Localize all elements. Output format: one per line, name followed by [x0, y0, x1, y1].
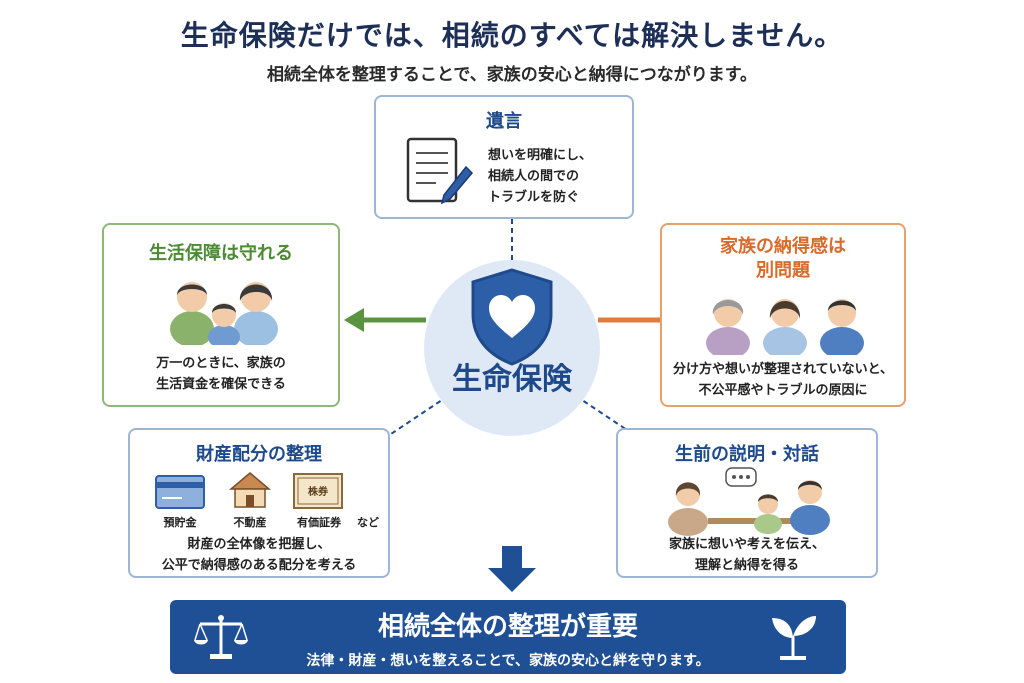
- center-label: 生命保険: [452, 362, 572, 397]
- satisfaction-desc-line-1: 分け方や想いが整理されていないと、: [672, 362, 894, 377]
- satisfaction-desc-line-2: 不公平感やトラブルの原因に: [698, 383, 868, 398]
- page-subtitle: 相続全体を整理することで、家族の安心と納得につながります。: [266, 65, 758, 85]
- will-desc-line-1: 想いを明確にし、: [488, 148, 593, 163]
- scales-icon: [194, 615, 248, 659]
- asset-label-deposits: 預貯金: [163, 516, 197, 529]
- certificate-text: 株券: [308, 485, 329, 498]
- assets-desc-line-2: 公平で納得感のある配分を考える: [161, 558, 357, 573]
- bankbook-icon: [155, 475, 205, 509]
- arrow-down-icon: [488, 546, 536, 592]
- certificate-icon: 株券: [293, 473, 343, 509]
- security-desc-line-2: 生活資金を確保できる: [156, 377, 286, 392]
- arrow-left-icon: [344, 308, 426, 332]
- sprout-icon: [772, 616, 816, 660]
- will-desc-line-3: トラブルを防ぐ: [488, 190, 580, 205]
- house-icon: [228, 472, 272, 508]
- asset-label-etc: など: [357, 516, 379, 529]
- asset-label-securities: 有価証券: [297, 516, 341, 529]
- card-will-title: 遺言: [486, 111, 522, 132]
- dialogue-desc-line-1: 家族に想いや考えを伝え、: [668, 537, 825, 552]
- dialogue-desc-line-2: 理解と納得を得る: [694, 558, 799, 573]
- center-circle: [424, 260, 600, 436]
- conclusion-bar: [170, 600, 846, 674]
- card-satisfaction: 家族の納得感は 別問題 分け方や想いが整理されていないと、 不公平感やトラブルの…: [660, 223, 906, 407]
- connector-bottom-right: [575, 395, 637, 437]
- satisfaction-title-line-1: 家族の納得感は: [720, 236, 846, 257]
- conclusion-title: 相続全体の整理が重要: [377, 612, 638, 642]
- conclusion-subtitle: 法律・財産・想いを整えることで、家族の安心と絆を守ります。: [306, 653, 710, 669]
- card-dialogue: 生前の説明・対話 家族に想いや考えを伝え、 理解と納得を得る: [616, 428, 878, 578]
- card-assets-title: 財産配分の整理: [196, 444, 322, 465]
- connector-bottom-left: [387, 395, 449, 437]
- document-pen-icon: [406, 137, 474, 205]
- card-dialogue-title: 生前の説明・対話: [675, 444, 819, 465]
- satisfaction-title-line-2: 別問題: [756, 260, 810, 281]
- assets-desc-line-1: 財産の全体像を把握し、: [187, 537, 331, 552]
- asset-label-real-estate: 不動産: [233, 516, 267, 529]
- family-icon: [170, 282, 278, 345]
- page-title: 生命保険だけでは、相続のすべては解決しません。: [180, 19, 844, 52]
- will-desc-line-2: 相続人の間での: [488, 169, 580, 184]
- worried-family-icon: [706, 299, 864, 355]
- card-assets: 財産配分の整理 預貯金 不動産 株券 有価証券 など 財産の全体像を把握し、 公…: [128, 428, 390, 578]
- conversation-icon: [668, 467, 830, 536]
- card-security: 生活保障は守れる 万一のときに、家族の 生活資金を確保できる: [102, 223, 340, 407]
- card-will: 遺言 想いを明確にし、 相続人の間での トラブルを防ぐ: [374, 95, 634, 219]
- shield-heart-icon: [471, 268, 553, 366]
- security-desc-line-1: 万一のときに、家族の: [156, 356, 286, 371]
- card-security-title: 生活保障は守れる: [149, 243, 293, 264]
